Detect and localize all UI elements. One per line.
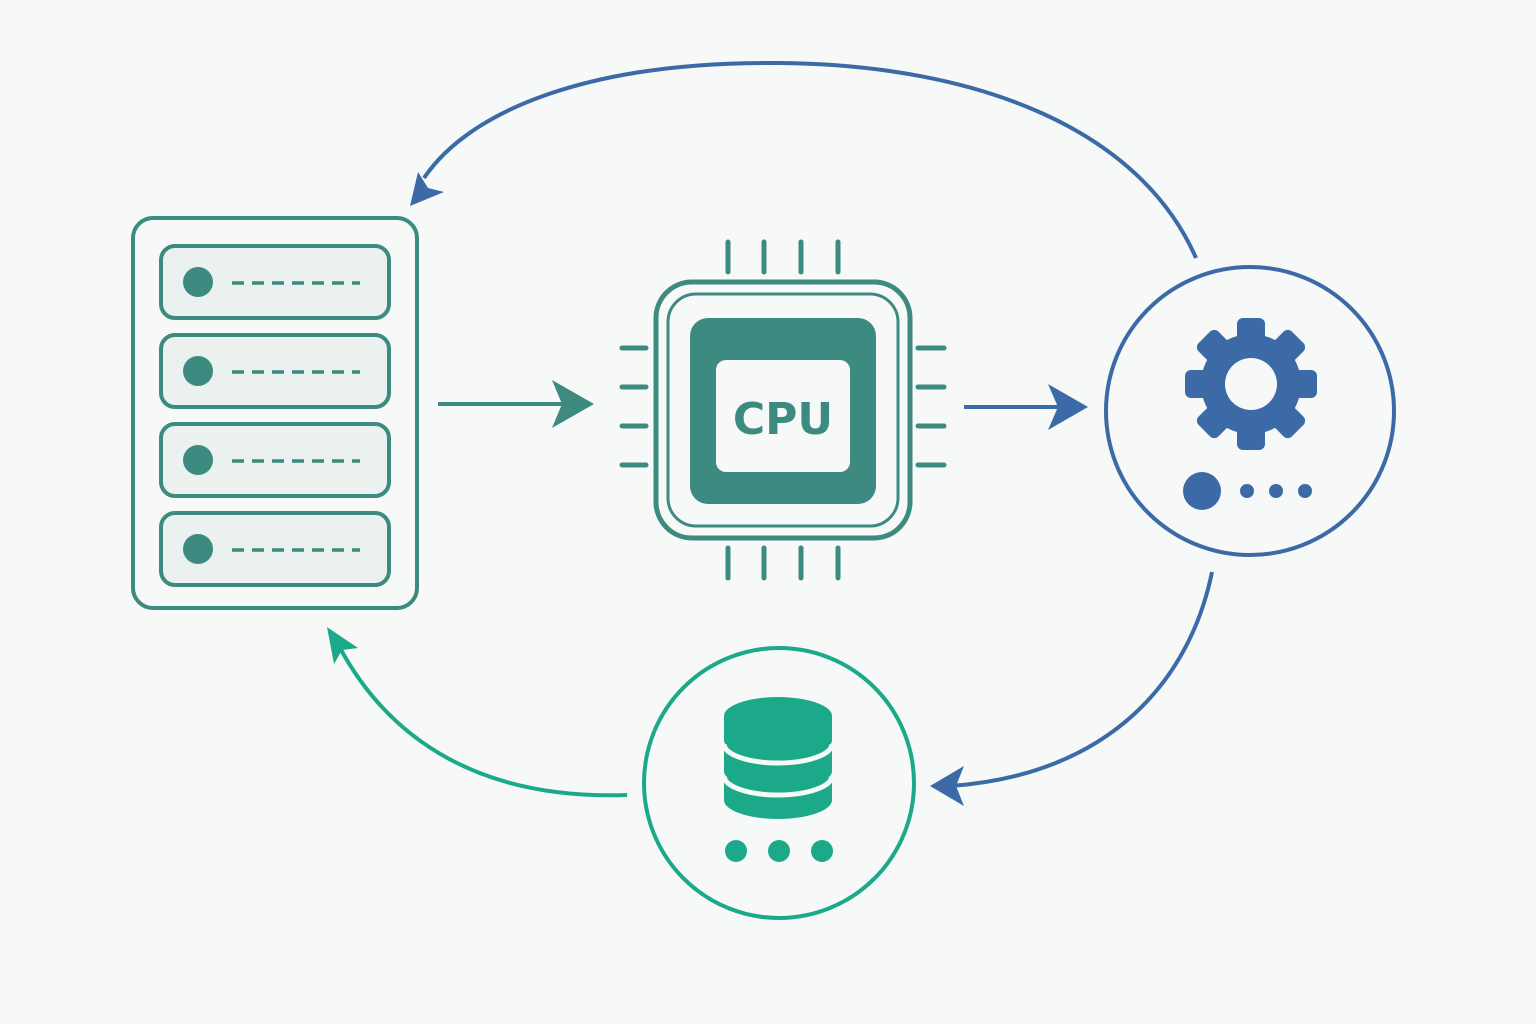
database-icon xyxy=(721,697,835,819)
arrow-process-to-server xyxy=(410,60,1198,259)
status-dots xyxy=(1183,472,1312,510)
process-node xyxy=(1104,265,1396,557)
server-unit-3 xyxy=(159,422,391,498)
arrow-server-to-cpu xyxy=(438,380,594,428)
gear-icon xyxy=(1185,318,1317,450)
cpu-chip-icon: CPU xyxy=(619,239,947,581)
status-dots xyxy=(725,840,833,862)
database-node xyxy=(642,646,916,920)
server-rack-icon xyxy=(131,216,419,610)
arrow-process-to-database xyxy=(930,571,1214,806)
cpu-label: CPU xyxy=(733,394,833,445)
server-unit-4 xyxy=(159,511,391,587)
server-unit-2 xyxy=(159,333,391,409)
arrow-cpu-to-process xyxy=(964,384,1088,430)
arrow-database-to-server xyxy=(327,627,628,798)
server-unit-1 xyxy=(159,244,391,320)
